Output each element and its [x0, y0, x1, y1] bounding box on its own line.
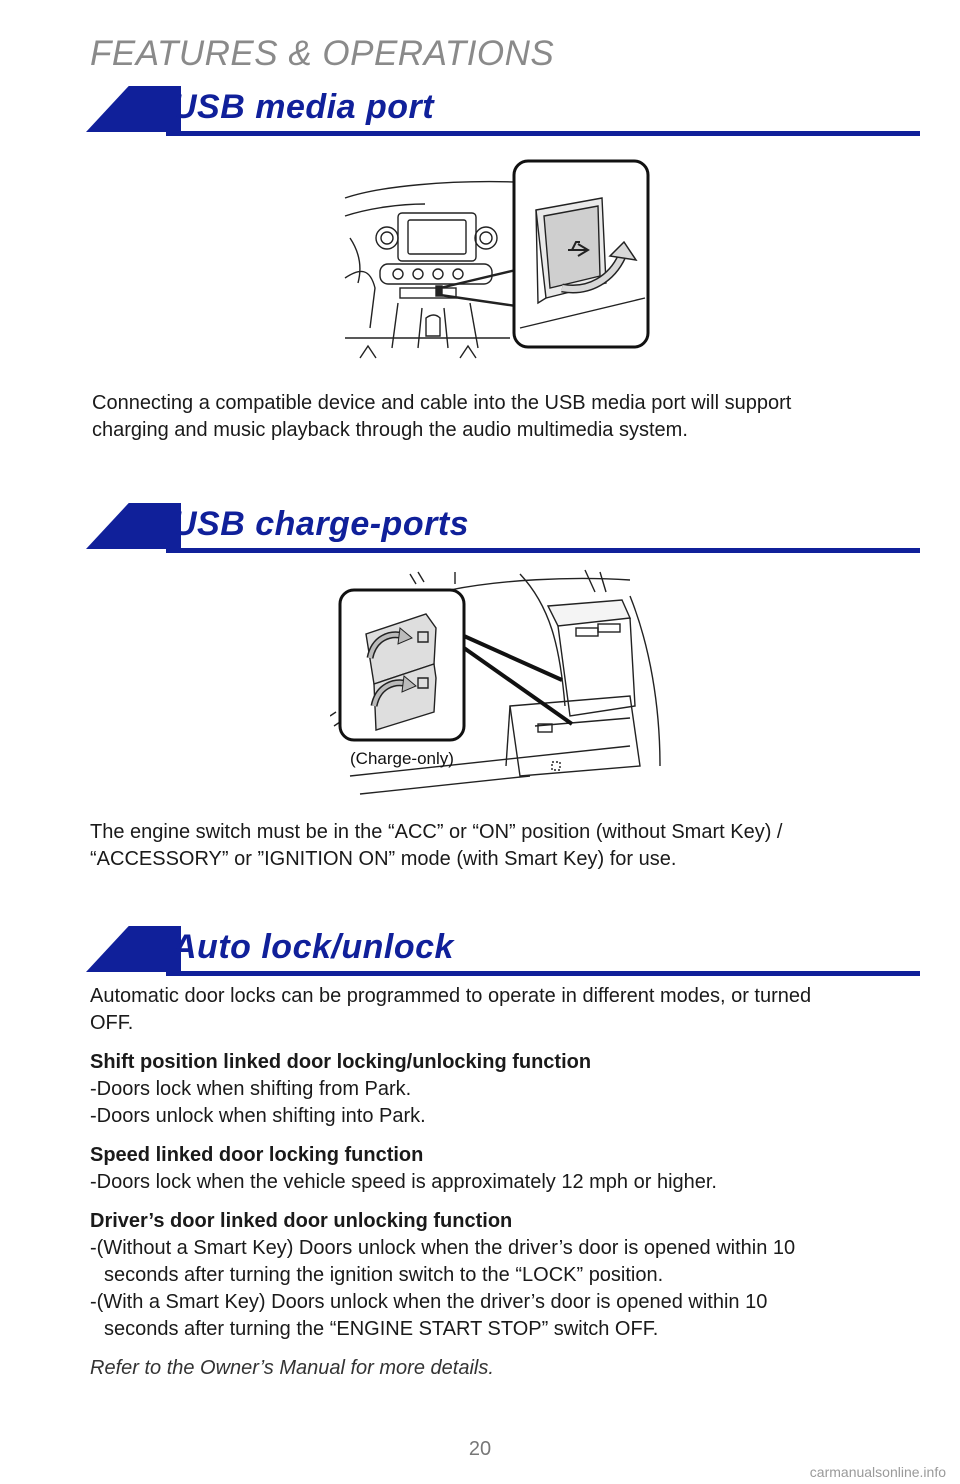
usb-charge-ports-illustration: (Charge-only): [330, 569, 661, 795]
section-title: USB media port: [172, 88, 435, 126]
section-tab-marker: [86, 86, 181, 132]
text-line: “ACCESSORY” or ”IGNITION ON” mode (with …: [90, 848, 677, 870]
section-tab-marker: [86, 926, 181, 972]
usb-charge-description: The engine switch must be in the “ACC” o…: [90, 819, 910, 873]
page-number: 20: [468, 1438, 492, 1460]
text-line: -(Without a Smart Key) Doors unlock when…: [90, 1237, 796, 1259]
function-heading: Shift position linked door locking/unloc…: [90, 1051, 592, 1073]
section-header-usb-charge: USB charge-ports: [86, 503, 920, 553]
text-line: -Doors lock when shifting from Park.: [90, 1078, 412, 1100]
section-rule: [166, 548, 920, 553]
intro-paragraph: Automatic door locks can be programmed t…: [90, 983, 920, 1037]
charge-only-label: (Charge-only): [350, 749, 454, 768]
section-rule: [166, 131, 920, 136]
section-header-usb-media: USB media port: [86, 86, 920, 136]
text-line: seconds after turning the “ENGINE START …: [104, 1318, 659, 1340]
auto-lock-content: Automatic door locks can be programmed t…: [90, 983, 920, 1382]
function-heading: Driver’s door linked door unlocking func…: [90, 1210, 513, 1232]
text-line: seconds after turning the ignition switc…: [104, 1264, 664, 1286]
text-line: -Doors lock when the vehicle speed is ap…: [90, 1171, 717, 1193]
text-line: -(With a Smart Key) Doors unlock when th…: [90, 1291, 768, 1313]
usb-media-port-illustration: [344, 159, 650, 359]
usb-media-description: Connecting a compatible device and cable…: [92, 390, 892, 444]
section-header-auto-lock: Auto lock/unlock: [86, 926, 920, 976]
manual-reference-note: Refer to the Owner’s Manual for more det…: [90, 1357, 494, 1379]
watermark: carmanualsonline.info: [809, 1464, 946, 1480]
text-line: Automatic door locks can be programmed t…: [90, 985, 812, 1007]
text-line: The engine switch must be in the “ACC” o…: [90, 821, 783, 843]
function-block-driver-door: Driver’s door linked door unlocking func…: [90, 1208, 920, 1343]
function-block-speed: Speed linked door locking function -Door…: [90, 1142, 920, 1196]
section-tab-marker: [86, 503, 181, 549]
function-heading: Speed linked door locking function: [90, 1144, 424, 1166]
section-title: Auto lock/unlock: [172, 928, 454, 966]
function-block-shift: Shift position linked door locking/unloc…: [90, 1049, 920, 1130]
section-title: USB charge-ports: [172, 505, 470, 543]
text-line: Connecting a compatible device and cable…: [92, 392, 792, 414]
text-line: OFF.: [90, 1012, 134, 1034]
section-rule: [166, 971, 920, 976]
page-header-title: FEATURES & OPERATIONS: [90, 34, 555, 73]
text-line: charging and music playback through the …: [92, 419, 688, 441]
text-line: -Doors unlock when shifting into Park.: [90, 1105, 426, 1127]
